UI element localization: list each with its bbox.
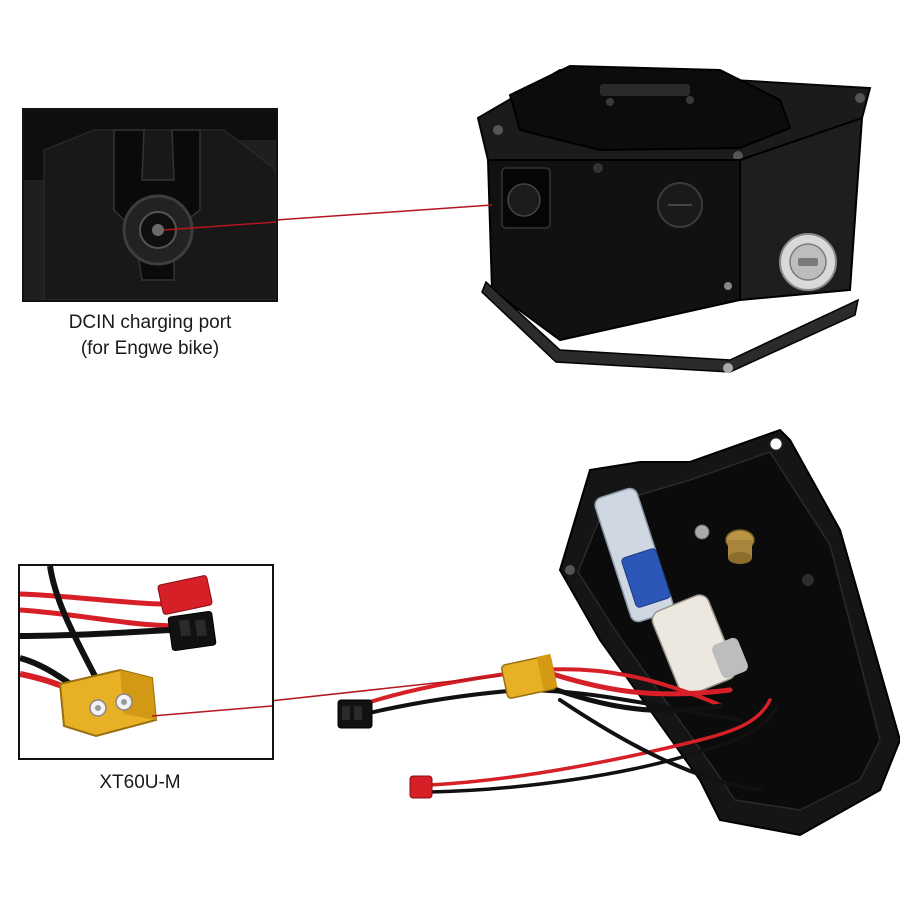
xt60-closeup-image <box>20 566 272 758</box>
xt60-closeup-inset <box>18 564 274 760</box>
open-housing-with-wires <box>558 428 900 837</box>
jst-red-connector <box>409 775 433 799</box>
xt60-caption-text: XT60U-M <box>99 772 181 793</box>
xt60-caption: XT60U-M <box>60 770 220 796</box>
dcin-port-closeup-inset <box>22 108 278 302</box>
dcin-caption: DCIN charging port (for Engwe bike) <box>40 310 260 362</box>
jst-black-connector <box>337 699 373 729</box>
battery-mount-housing <box>476 64 872 373</box>
dcin-caption-line1: DCIN charging port <box>68 312 232 333</box>
dcin-port-closeup-image <box>24 110 276 300</box>
dcin-caption-line2: (for Engwe bike) <box>80 338 220 359</box>
xt60-connector <box>501 653 558 699</box>
